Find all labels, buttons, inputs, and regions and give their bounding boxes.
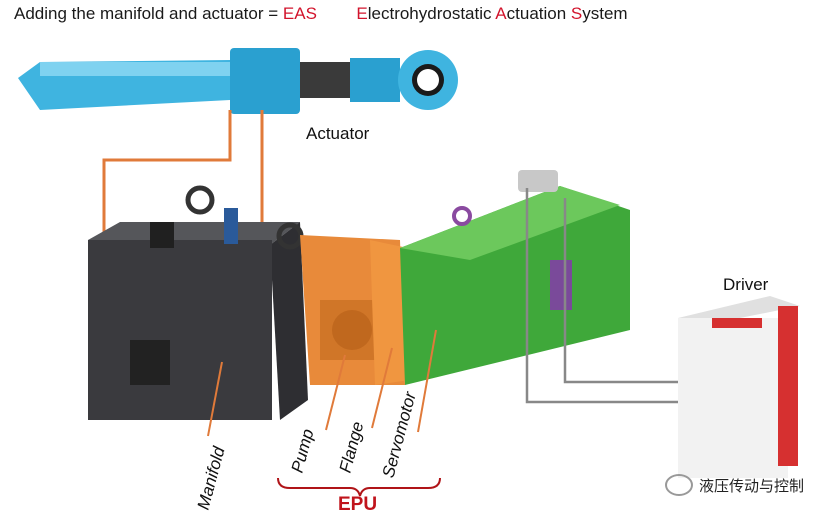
title-a: A: [495, 4, 507, 23]
label-epu: EPU: [338, 494, 378, 515]
label-actuator: Actuator: [306, 124, 370, 143]
epu-brace: [277, 477, 441, 497]
actuator-illustration: [18, 48, 458, 114]
title-e: E: [356, 4, 368, 23]
title-s: S: [570, 4, 583, 23]
driver-illustration: [678, 296, 800, 478]
leader-lines: [207, 329, 437, 437]
title-prefix: Adding the manifold and actuator =: [14, 4, 283, 23]
title-eas: EAS: [282, 4, 317, 23]
diagram-title: Adding the manifold and actuator = EAS E…: [14, 4, 628, 24]
wechat-logo-icon: [664, 474, 693, 496]
title-w2: ctuation: [506, 4, 571, 23]
title-w1: lectrohydrostatic: [367, 4, 496, 23]
watermark-text: 液压传动与控制: [698, 477, 804, 495]
title-w3: ystem: [582, 4, 628, 23]
signal-cables: [525, 188, 678, 404]
flange-illustration: [370, 240, 410, 385]
label-driver: Driver: [723, 275, 769, 294]
servomotor-illustration: [400, 170, 630, 385]
watermark: 液压传动与控制: [664, 474, 804, 496]
manifold-illustration: [88, 185, 308, 420]
